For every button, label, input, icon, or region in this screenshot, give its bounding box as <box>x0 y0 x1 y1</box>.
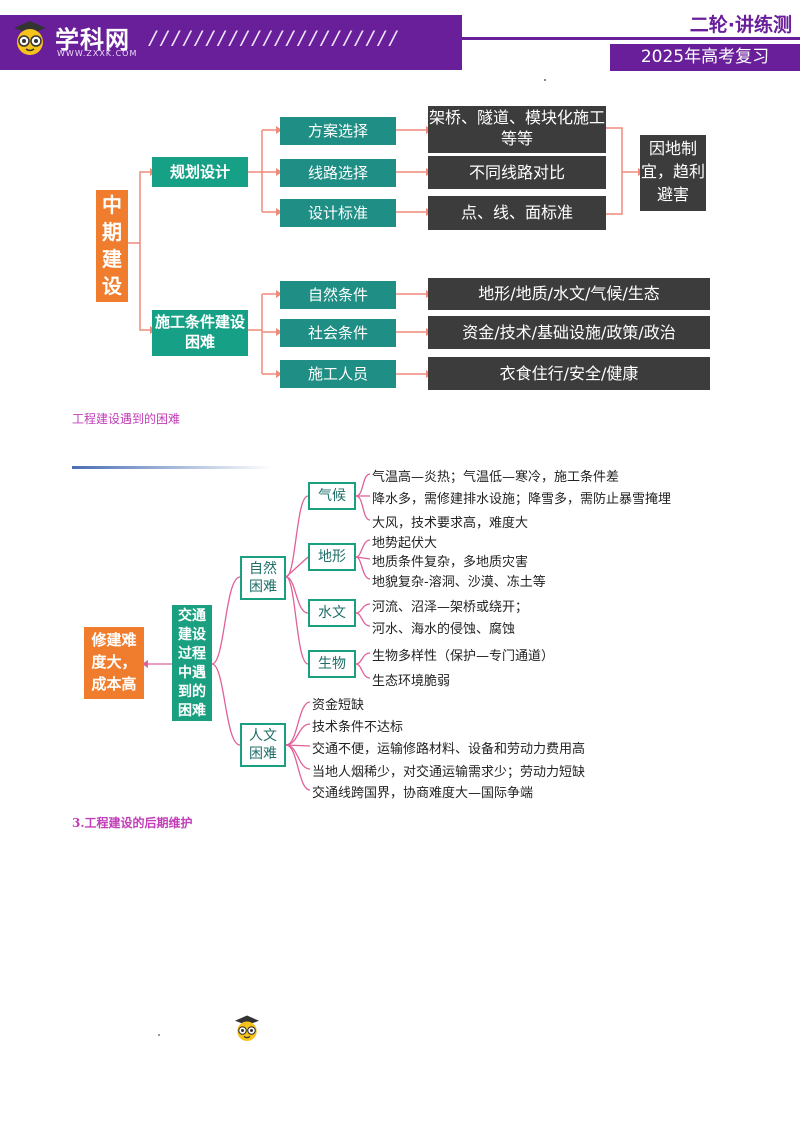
item-workers: 施工人员 <box>280 360 396 388</box>
climate-node: 气候 <box>308 482 356 510</box>
detail-workers: 衣食住行/安全/健康 <box>428 357 710 390</box>
exam-title: 2025年高考复习 <box>610 44 800 71</box>
detail-route: 不同线路对比 <box>428 156 606 189</box>
owl-logo-icon <box>14 21 46 55</box>
item-social: 社会条件 <box>280 319 396 347</box>
climate-line: 大风，技术要求高，难度大 <box>372 516 529 531</box>
terrain-line: 地势起伏大 <box>372 536 438 551</box>
human-line: 交通线跨国界，协商难度大—国际争端 <box>312 786 534 801</box>
detail-social: 资金/技术/基础设施/政策/政治 <box>428 316 710 349</box>
header-band <box>0 15 462 70</box>
header-decoration: ////////////////////// <box>148 27 400 49</box>
climate-line: 气温高—炎热；气温低—寒冷，施工条件差 <box>372 470 620 485</box>
human-line: 技术条件不达标 <box>312 720 404 735</box>
human-line: 交通不便，运输修路材料、设备和劳动力费用高 <box>312 742 586 757</box>
hydrology-line: 河流、沼泽—架桥或绕开； <box>372 600 529 615</box>
header-rule <box>462 37 800 40</box>
item-route: 线路选择 <box>280 159 396 187</box>
branch-construction: 施工条件建设困难 <box>152 310 248 356</box>
climate-line: 降水多，需修建排水设施；降雪多，需防止暴雪掩埋 <box>372 492 672 507</box>
terrain-node: 地形 <box>308 543 356 571</box>
detail-scheme: 架桥、隧道、模块化施工等等 <box>428 106 606 153</box>
section-heading: 3.工程建设的后期维护 <box>72 816 193 830</box>
diagram2-connectors <box>142 473 371 791</box>
branch-planning: 规划设计 <box>152 157 248 187</box>
hydrology-node: 水文 <box>308 599 356 627</box>
diagram1-caption: 工程建设遇到的困难 <box>72 412 181 426</box>
footer-dot <box>158 1034 160 1036</box>
biology-line: 生态环境脆弱 <box>372 674 451 689</box>
terrain-line: 地质条件复杂，多地质灾害 <box>372 555 529 570</box>
item-standard: 设计标准 <box>280 199 396 227</box>
hydrology-line: 河水、海水的侵蚀、腐蚀 <box>372 622 516 637</box>
brand-name: 学科网 <box>55 26 130 54</box>
detail-natural: 地形/地质/水文/气候/生态 <box>428 278 710 310</box>
terrain-line: 地貌复杂-溶洞、沙漠、冻土等 <box>372 575 546 590</box>
human-node: 人文困难 <box>240 723 286 767</box>
human-line: 当地人烟稀少，对交通运输需求少；劳动力短缺 <box>312 765 586 780</box>
natural-node: 自然困难 <box>240 556 286 600</box>
conclusion-node: 因地制宜，趋利避害 <box>640 135 706 211</box>
biology-node: 生物 <box>308 650 356 678</box>
item-natural: 自然条件 <box>280 281 396 309</box>
biology-line: 生物多样性（保护—专门通道） <box>372 649 555 664</box>
diagram2-top-rule <box>72 466 272 469</box>
item-scheme: 方案选择 <box>280 117 396 145</box>
root-node: 中期建设 <box>96 190 128 302</box>
owl-mascot-icon <box>235 1015 259 1041</box>
series-title: 二轮·讲练测 <box>689 14 792 36</box>
center-node: 交通建设过程中遇到的困难 <box>172 605 212 721</box>
dot-mark <box>544 79 546 81</box>
detail-standard: 点、线、面标准 <box>428 196 606 230</box>
brand-url: WWW.ZXXK.COM <box>57 49 138 58</box>
human-line: 资金短缺 <box>312 698 365 713</box>
result-node: 修建难度大，成本高 <box>84 627 144 699</box>
